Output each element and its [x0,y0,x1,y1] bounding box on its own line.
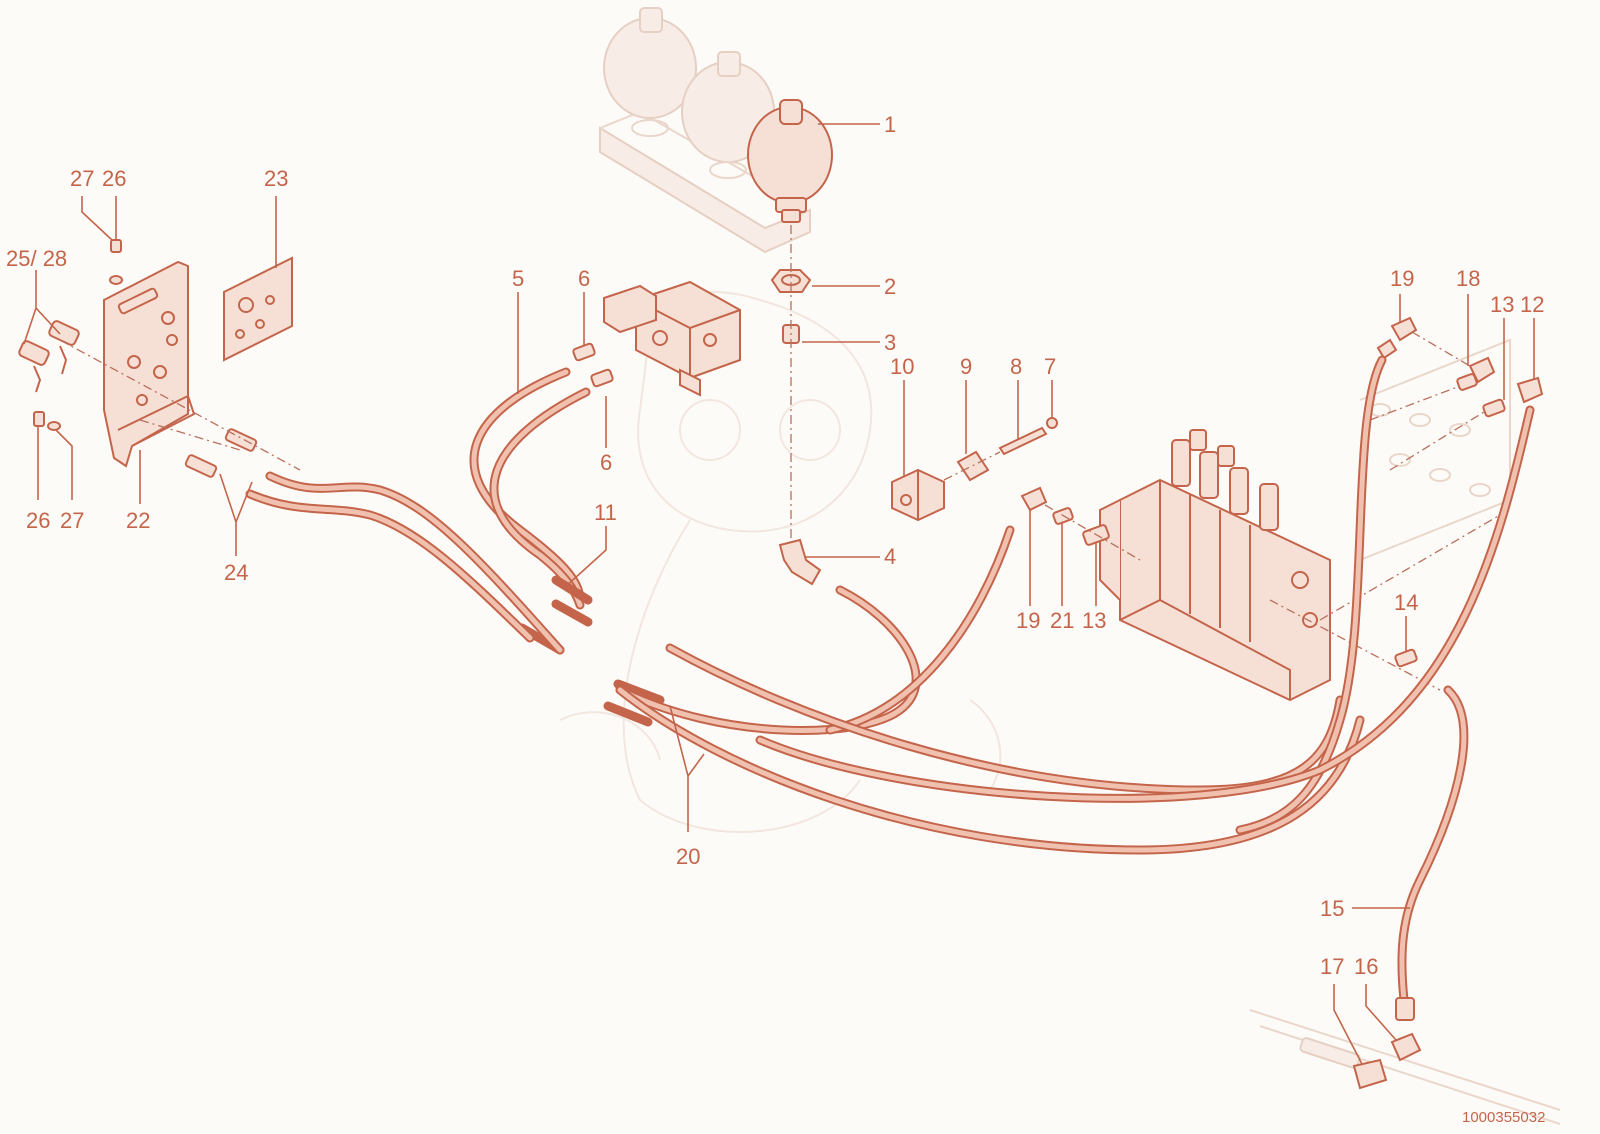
leader-20 [669,705,705,832]
callout-11: 11 [594,500,617,525]
callout-6-lower: 6 [600,450,612,475]
screw-26-lower [33,411,61,431]
leader-27a [81,196,113,241]
callout-12: 12 [1520,292,1544,317]
centerline-clamp [943,451,1001,481]
centerline-couplers [59,339,301,471]
hose-left-bracket [245,471,565,655]
centerline-13 [1389,411,1485,471]
callout-18: 18 [1456,266,1480,291]
hose-12-long [755,405,1535,803]
elbow-fitting-17 [1352,1058,1388,1090]
callout-9: 9 [960,354,972,379]
fitting-13-right [1482,398,1506,418]
callout-8: 8 [1010,354,1022,379]
hose-15 [1395,685,1469,1021]
callout-13-right: 13 [1490,292,1514,317]
document-id: 1000355032 [1462,1109,1545,1126]
callout-5: 5 [512,266,524,291]
hose-20 [615,643,1365,855]
callout-26-upper: 26 [102,166,126,191]
centerline-bracket [139,419,241,451]
callout-2: 2 [884,274,896,299]
fitting-14 [1394,648,1418,668]
fitting-6-lower [590,368,614,388]
callout-21: 21 [1050,608,1074,633]
callout-25-28: 25/ 28 [6,246,67,271]
elbow-fitting-19-lower [1020,486,1048,512]
callout-7: 7 [1044,354,1056,379]
accumulator [747,99,833,223]
hose-19-lower [825,525,1015,735]
callout-20: 20 [676,844,700,869]
callout-23: 23 [264,166,288,191]
callout-26-lower: 26 [26,508,50,533]
callout-27-lower: 27 [60,508,84,533]
callout-24: 24 [224,560,248,585]
cylinder-ghost [1249,1009,1561,1125]
callout-16: 16 [1354,954,1378,979]
callout-1: 1 [884,112,896,137]
quick-coupler-24-lower [184,454,218,478]
callout-13-middle: 13 [1082,608,1106,633]
bolt-8 [998,426,1048,456]
elbow-fitting [778,538,822,586]
centerline-valve [1319,514,1501,621]
callout-19-lower: 19 [1016,608,1040,633]
test-coupling-25-28 [18,320,80,393]
callout-22: 22 [126,508,150,533]
callout-19-upper: 19 [1390,266,1414,291]
leader-25-28 [23,270,61,345]
control-valve-bank [1099,429,1331,702]
callout-4: 4 [884,544,896,569]
label-plate-23 [223,256,293,362]
hose-19-upper-long [1235,355,1387,835]
watermark-figure [559,291,1002,833]
callout-27-upper: 27 [70,166,94,191]
callout-3: 3 [884,330,896,355]
elbow-fitting-16 [1390,1032,1422,1062]
leader-17 [1333,984,1363,1065]
leader-24 [219,473,253,556]
solenoid-valve-block [603,280,741,397]
callout-10: 10 [890,354,914,379]
elbow-fitting-19-upper [1376,316,1418,360]
hose-4-loop [615,585,921,735]
fitting-6-upper [572,342,596,362]
callout-15: 15 [1320,896,1344,921]
hex-nut [770,269,812,293]
centerline-18 [1411,331,1471,367]
leader-27b [55,429,73,500]
callout-6-upper: 6 [578,266,590,291]
callout-17: 17 [1320,954,1344,979]
clamp-10 [891,468,945,522]
elbow-fitting-12 [1516,376,1544,404]
callout-14: 14 [1394,590,1418,615]
elbow-fitting-18 [1456,356,1496,391]
nut-7 [1046,417,1058,429]
mounting-bracket-22 [103,260,196,468]
centerline-18b [1369,385,1461,421]
screw-26-upper [109,239,123,285]
leader-16 [1365,984,1397,1041]
leader-11 [563,526,607,589]
